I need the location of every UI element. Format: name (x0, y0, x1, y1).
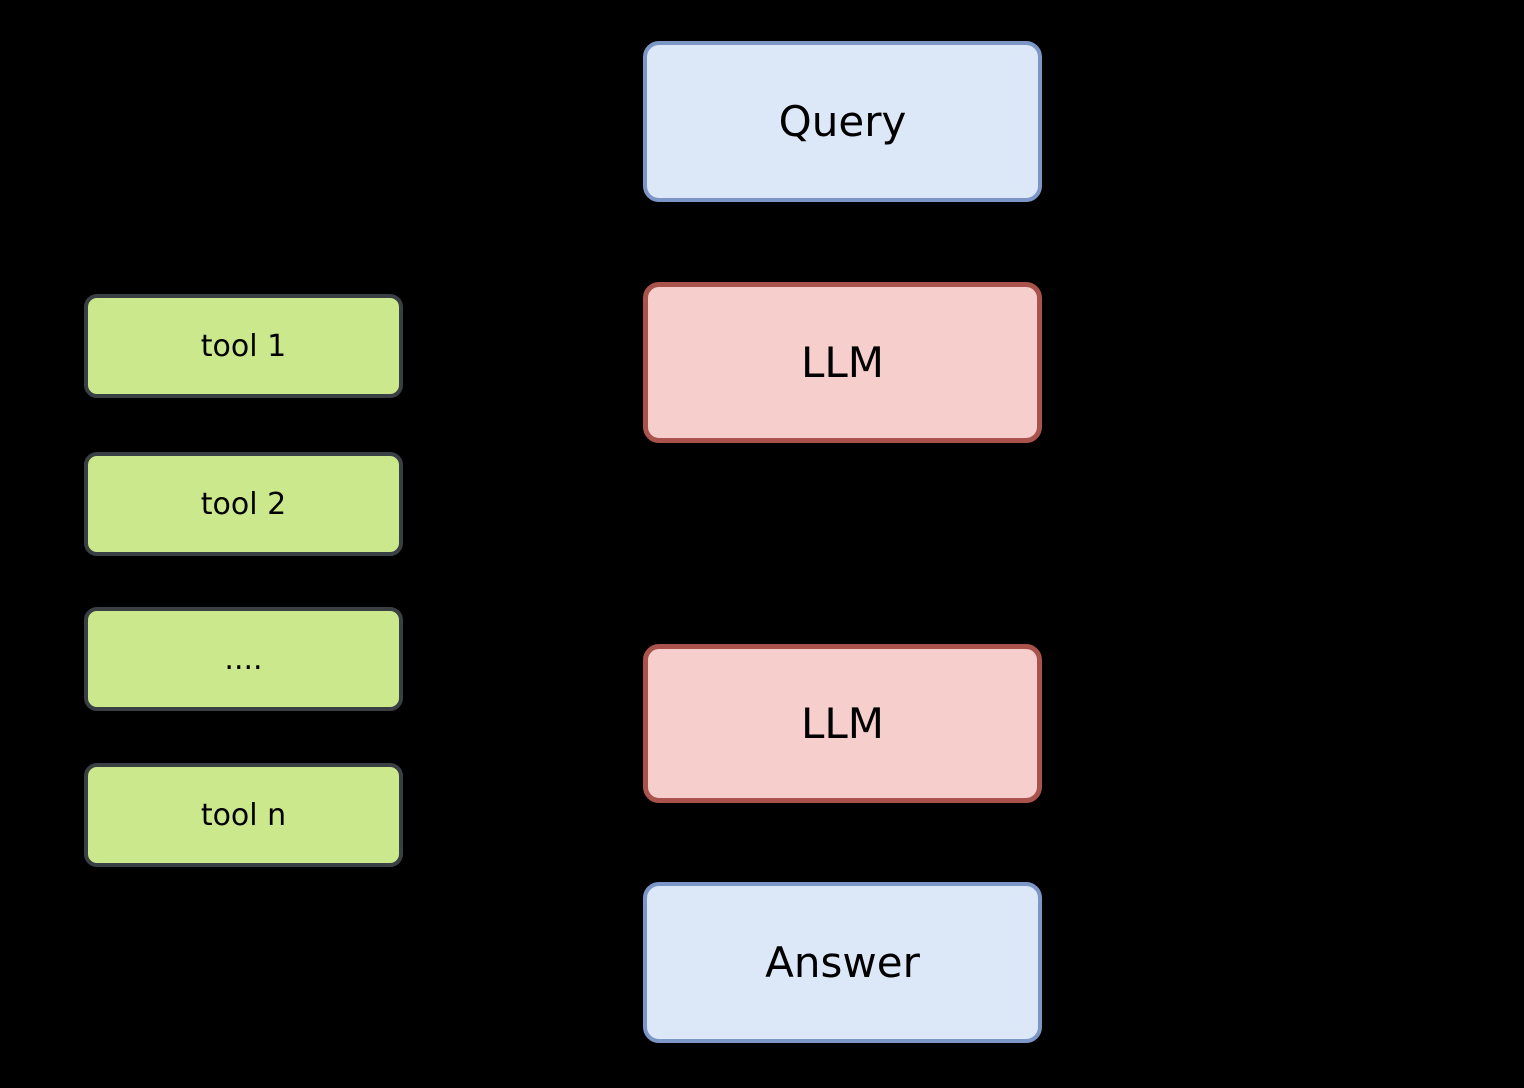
tool-1-label: tool 1 (200, 328, 287, 364)
answer-node: Answer (643, 882, 1042, 1043)
llm-node-2: LLM (643, 644, 1042, 803)
tool-n-node: tool n (84, 763, 403, 867)
llm-2-label: LLM (800, 699, 885, 748)
query-label: Query (778, 97, 907, 146)
tool-ellipsis-label: .... (224, 641, 263, 677)
llm-node-1: LLM (643, 282, 1042, 443)
query-node: Query (643, 41, 1042, 202)
llm-1-label: LLM (800, 338, 885, 387)
tool-2-label: tool 2 (200, 486, 287, 522)
answer-label: Answer (765, 938, 920, 987)
tool-2-node: tool 2 (84, 452, 403, 556)
tool-ellipsis-node: .... (84, 607, 403, 711)
tool-1-node: tool 1 (84, 294, 403, 398)
tool-n-label: tool n (200, 797, 287, 833)
